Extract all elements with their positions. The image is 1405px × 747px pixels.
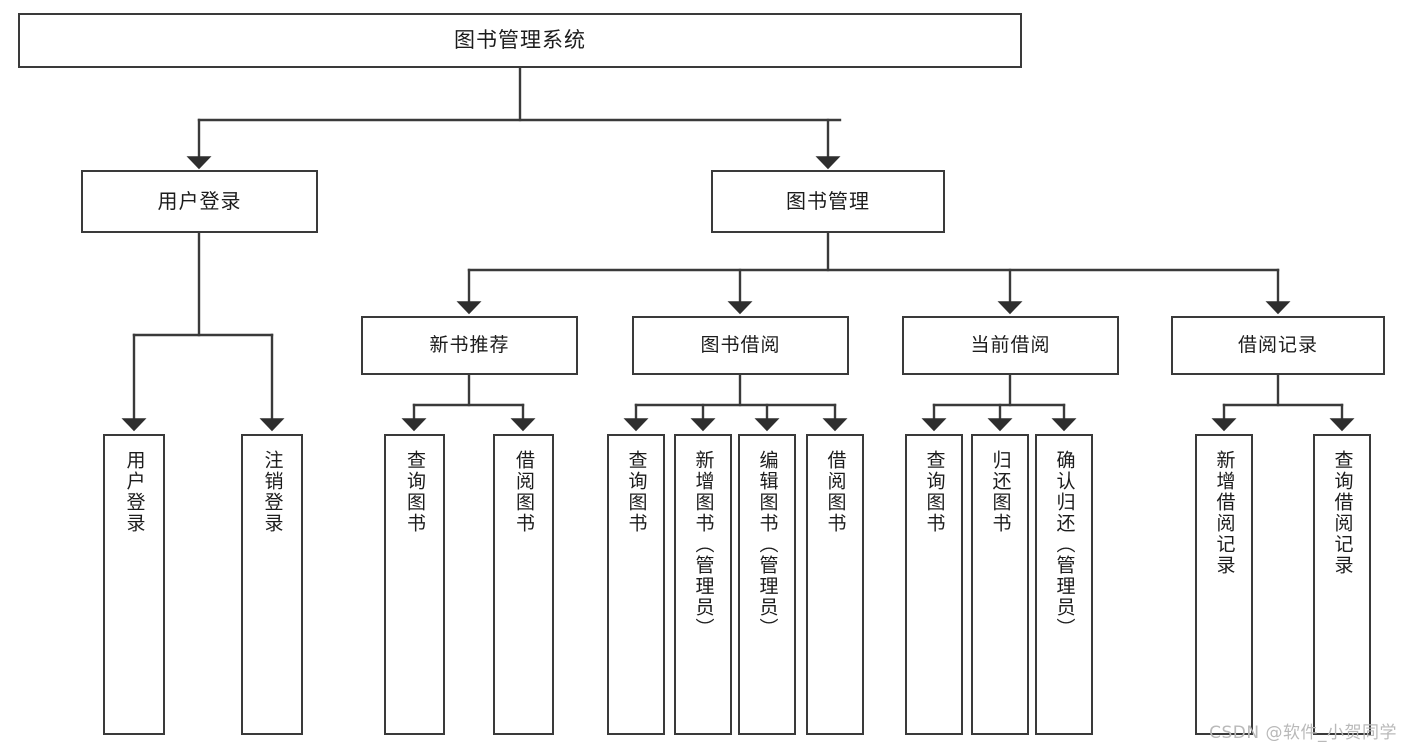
leaf-query-book-recommend[interactable]: 查询图书 <box>384 434 445 735</box>
leaf-query-book-current[interactable]: 查询图书 <box>905 434 963 735</box>
leaf-logout-label: 注销登录 <box>261 450 284 534</box>
leaf-add-borrow-record-label: 新增借阅记录 <box>1213 450 1236 576</box>
node-new-book-recommend[interactable]: 新书推荐 <box>361 316 578 375</box>
leaf-query-borrow-record[interactable]: 查询借阅记录 <box>1313 434 1371 735</box>
node-user-login[interactable]: 用户登录 <box>81 170 318 233</box>
node-current-borrow-label: 当前借阅 <box>970 333 1051 356</box>
leaf-return-book[interactable]: 归还图书 <box>971 434 1029 735</box>
leaf-borrow-book-recommend-label: 借阅图书 <box>513 450 536 534</box>
node-book-borrow[interactable]: 图书借阅 <box>632 316 849 375</box>
node-new-book-recommend-label: 新书推荐 <box>429 333 510 356</box>
leaf-borrow-book[interactable]: 借阅图书 <box>806 434 864 735</box>
leaf-edit-book-admin-label: 编辑图书（管理员） <box>756 450 779 639</box>
node-book-management[interactable]: 图书管理 <box>711 170 945 233</box>
node-root-label: 图书管理系统 <box>454 27 586 52</box>
leaf-user-login[interactable]: 用户登录 <box>103 434 165 735</box>
leaf-query-book-borrow[interactable]: 查询图书 <box>607 434 665 735</box>
leaf-query-book-current-label: 查询图书 <box>923 450 946 534</box>
leaf-borrow-book-label: 借阅图书 <box>824 450 847 534</box>
node-root[interactable]: 图书管理系统 <box>18 13 1022 68</box>
leaf-return-book-label: 归还图书 <box>989 450 1012 534</box>
node-borrow-record[interactable]: 借阅记录 <box>1171 316 1385 375</box>
leaf-confirm-return-admin-label: 确认归还（管理员） <box>1053 450 1076 639</box>
leaf-borrow-book-recommend[interactable]: 借阅图书 <box>493 434 554 735</box>
node-current-borrow[interactable]: 当前借阅 <box>902 316 1119 375</box>
leaf-confirm-return-admin[interactable]: 确认归还（管理员） <box>1035 434 1093 735</box>
leaf-query-book-borrow-label: 查询图书 <box>625 450 648 534</box>
leaf-logout[interactable]: 注销登录 <box>241 434 303 735</box>
leaf-add-borrow-record[interactable]: 新增借阅记录 <box>1195 434 1253 735</box>
node-book-borrow-label: 图书借阅 <box>700 333 781 356</box>
node-borrow-record-label: 借阅记录 <box>1237 333 1318 356</box>
leaf-edit-book-admin[interactable]: 编辑图书（管理员） <box>738 434 796 735</box>
watermark-text: CSDN @软件_小贺同学 <box>1209 723 1397 743</box>
leaf-query-book-recommend-label: 查询图书 <box>404 450 427 534</box>
node-user-login-label: 用户登录 <box>157 189 242 214</box>
leaf-query-borrow-record-label: 查询借阅记录 <box>1331 450 1354 576</box>
leaf-add-book-admin[interactable]: 新增图书（管理员） <box>674 434 732 735</box>
leaf-user-login-label: 用户登录 <box>123 450 146 534</box>
leaf-add-book-admin-label: 新增图书（管理员） <box>692 450 715 639</box>
node-book-management-label: 图书管理 <box>786 189 870 214</box>
